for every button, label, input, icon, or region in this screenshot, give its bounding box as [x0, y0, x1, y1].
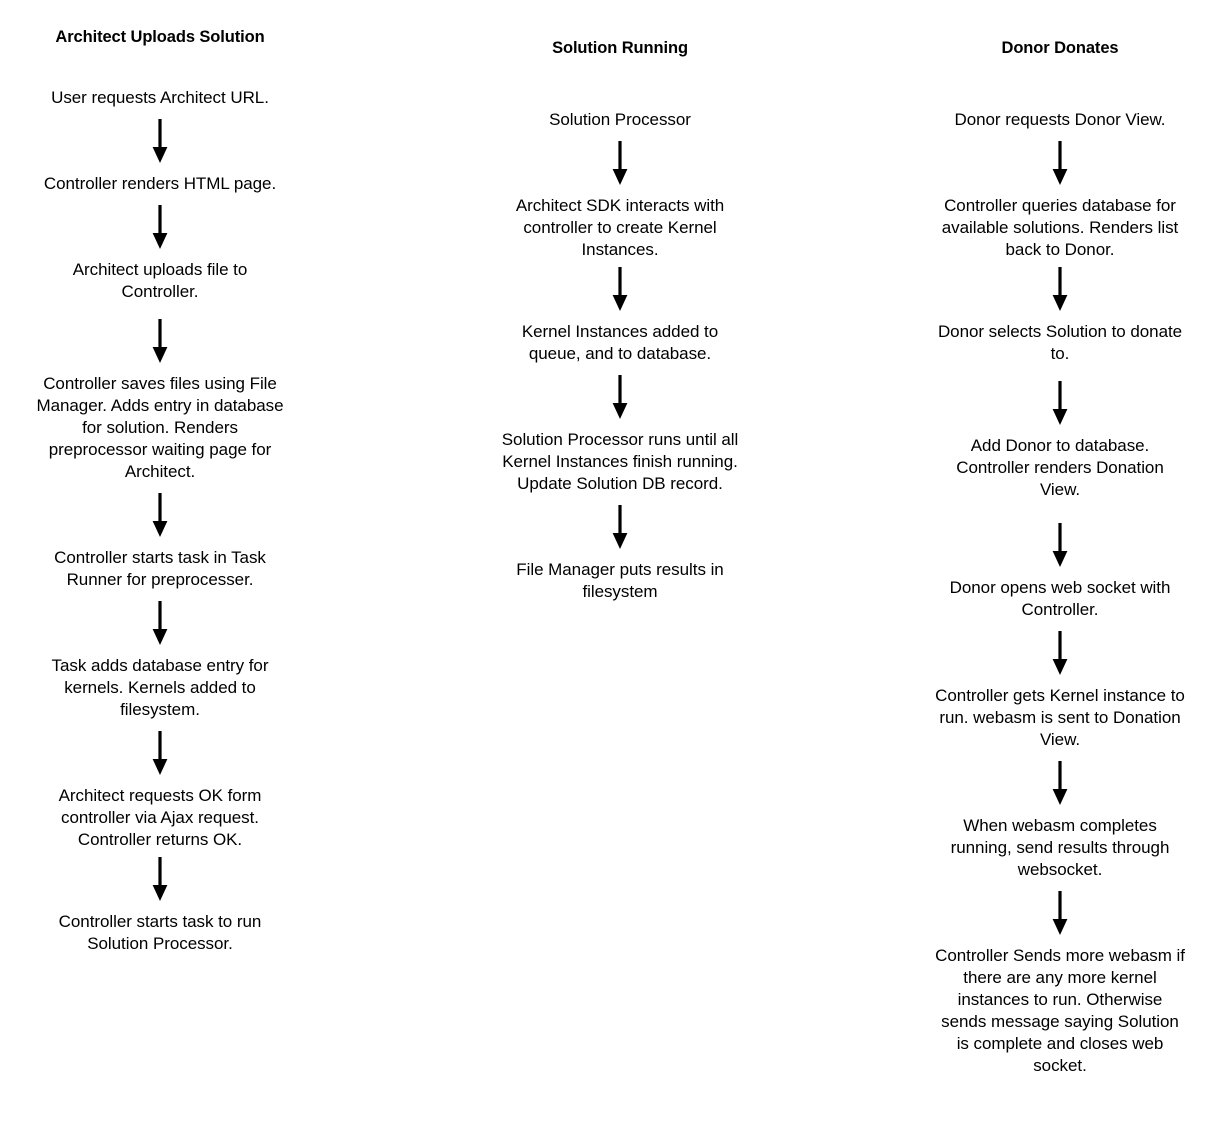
- flow-node: Architect requests OK form controller vi…: [58, 786, 262, 849]
- flow-node: Kernel Instances added to queue, and to …: [521, 322, 719, 363]
- flow-node: Donor opens web socket with Controller.: [949, 578, 1171, 619]
- flow-node: Architect uploads file to Controller.: [72, 260, 248, 301]
- column-1-node-list: User requests Architect URL. Controller …: [10, 87, 310, 955]
- flow-node: Controller queries database for availabl…: [941, 196, 1179, 259]
- flow-node: Donor requests Donor View.: [954, 110, 1166, 129]
- column-title-architect-uploads-solution: Architect Uploads Solution: [55, 28, 265, 46]
- down-arrow-icon: [148, 119, 172, 163]
- flow-node: Architect SDK interacts with controller …: [515, 196, 725, 259]
- down-arrow-icon: [1048, 267, 1072, 311]
- down-arrow-icon: [1048, 631, 1072, 675]
- down-arrow-icon: [608, 267, 632, 311]
- flow-node: Controller starts task in Task Runner fo…: [54, 548, 266, 589]
- flow-node: User requests Architect URL.: [51, 88, 269, 107]
- down-arrow-icon: [608, 141, 632, 185]
- flow-node: Controller starts task to run Solution P…: [58, 912, 262, 953]
- flow-node: File Manager puts results in filesystem: [516, 560, 724, 601]
- column-title-solution-running: Solution Running: [552, 39, 688, 57]
- flow-column-donor-donates: Donor Donates Donor requests Donor View.…: [910, 0, 1210, 1077]
- down-arrow-icon: [1048, 891, 1072, 935]
- flow-node: Controller renders HTML page.: [43, 174, 277, 193]
- flow-node: Controller gets Kernel instance to run. …: [935, 686, 1185, 749]
- flow-column-architect-uploads-solution: Architect Uploads Solution User requests…: [10, 0, 310, 955]
- column-title-donor-donates: Donor Donates: [1001, 39, 1119, 57]
- down-arrow-icon: [608, 505, 632, 549]
- down-arrow-icon: [148, 601, 172, 645]
- flow-node: Add Donor to database. Controller render…: [956, 436, 1164, 499]
- flow-node: Controller saves files using File Manage…: [36, 374, 284, 481]
- down-arrow-icon: [608, 375, 632, 419]
- flow-node: When webasm completes running, send resu…: [950, 816, 1170, 879]
- down-arrow-icon: [1048, 141, 1072, 185]
- flow-node: Donor selects Solution to donate to.: [937, 322, 1183, 363]
- flow-node: Controller Sends more webasm if there ar…: [935, 946, 1185, 1075]
- down-arrow-icon: [1048, 523, 1072, 567]
- flow-node: Solution Processor runs until all Kernel…: [501, 430, 739, 493]
- column-2-node-list: Solution Processor Architect SDK interac…: [470, 109, 770, 603]
- down-arrow-icon: [1048, 381, 1072, 425]
- down-arrow-icon: [148, 319, 172, 363]
- down-arrow-icon: [148, 493, 172, 537]
- flow-node: Solution Processor: [549, 110, 691, 129]
- flow-node: Task adds database entry for kernels. Ke…: [51, 656, 269, 719]
- column-3-node-list: Donor requests Donor View. Controller qu…: [910, 109, 1210, 1077]
- down-arrow-icon: [148, 857, 172, 901]
- flow-column-solution-running: Solution Running Solution Processor Arch…: [470, 0, 770, 603]
- down-arrow-icon: [1048, 761, 1072, 805]
- down-arrow-icon: [148, 731, 172, 775]
- down-arrow-icon: [148, 205, 172, 249]
